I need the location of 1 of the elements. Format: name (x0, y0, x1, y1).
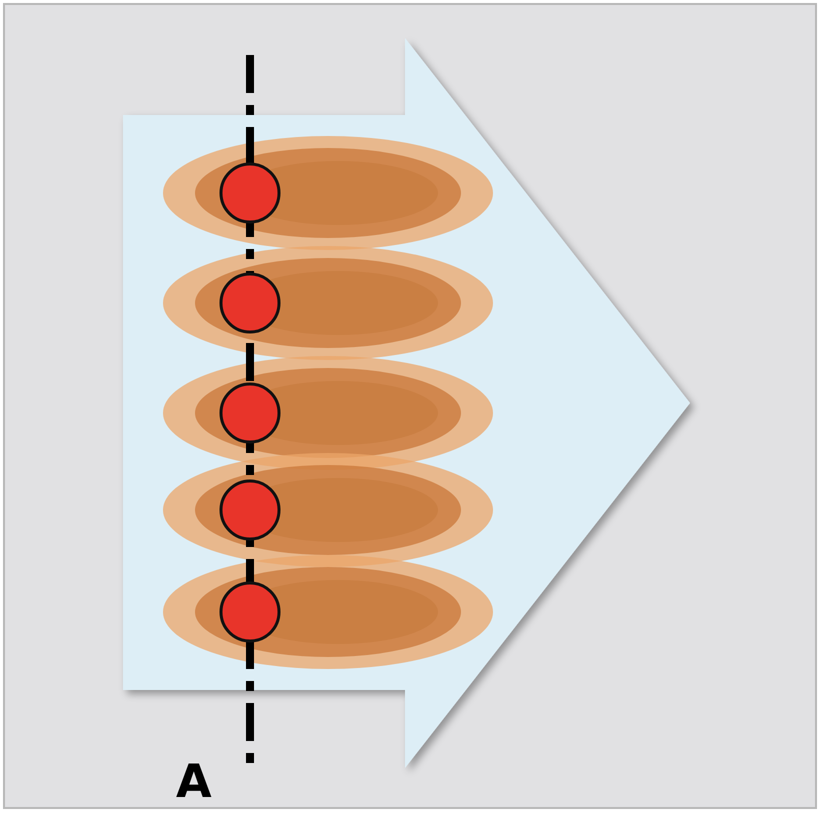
axis-label: A (176, 758, 212, 804)
